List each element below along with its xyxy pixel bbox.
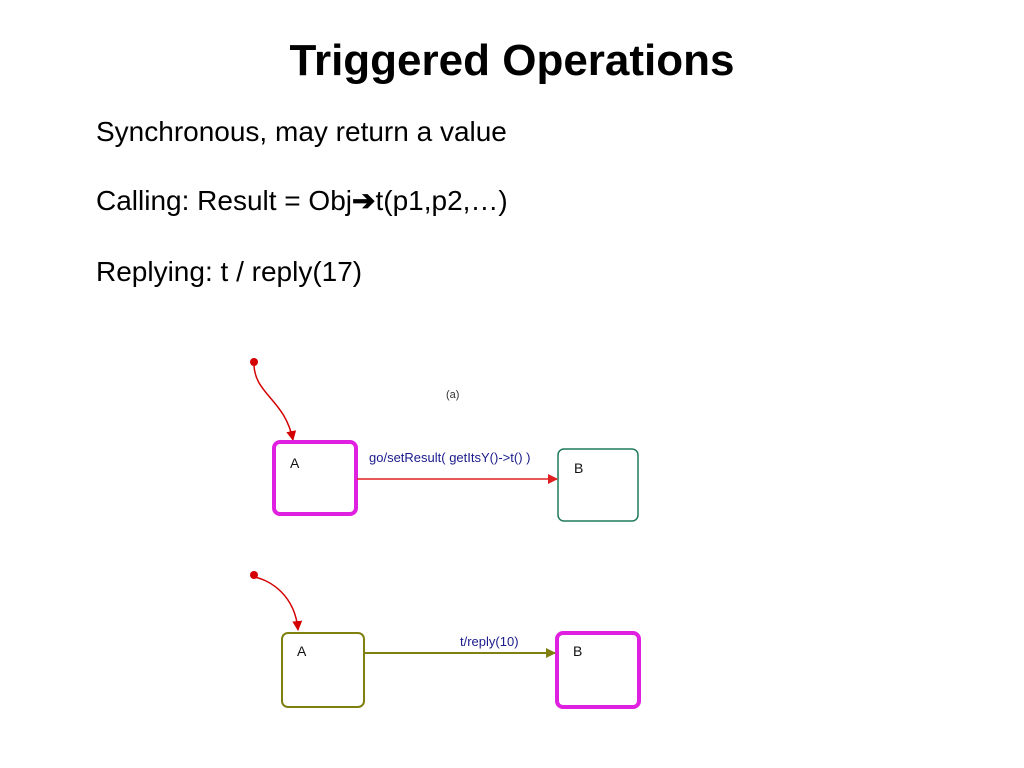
slide-title: Triggered Operations	[289, 36, 735, 85]
diagram-b: A B t/reply(10)	[250, 571, 641, 709]
right-arrow-icon: ➔	[352, 185, 376, 216]
transition-label: go/setResult( getItsY()->t() )	[369, 450, 530, 465]
calling-prefix: Calling: Result = Obj	[96, 185, 353, 216]
bullet-synchronous: Synchronous, may return a value	[96, 116, 507, 147]
diagram-a-caption: (a)	[446, 389, 459, 401]
calling-suffix: t(p1,p2,…)	[375, 185, 508, 216]
state-b-box	[557, 448, 639, 522]
transition-label: t/reply(10)	[460, 634, 519, 649]
state-a-box	[272, 440, 358, 516]
state-b-label: B	[574, 460, 583, 476]
state-a-box	[281, 632, 365, 708]
bullet-replying: Replying: t / reply(17)	[96, 256, 363, 287]
state-a-label: A	[297, 643, 307, 659]
state-b-box	[555, 631, 641, 709]
initial-transition-arrow	[253, 576, 303, 631]
diagram-a: (a) A B go/setResult( getItsY()->t() )	[250, 358, 639, 522]
state-b-label: B	[573, 643, 582, 659]
bullet-calling: Calling: Result = Obj➔t(p1,p2,…)	[96, 184, 508, 217]
initial-state-dot	[250, 358, 258, 366]
state-a-label: A	[290, 455, 300, 471]
initial-transition-arrow	[253, 365, 297, 441]
